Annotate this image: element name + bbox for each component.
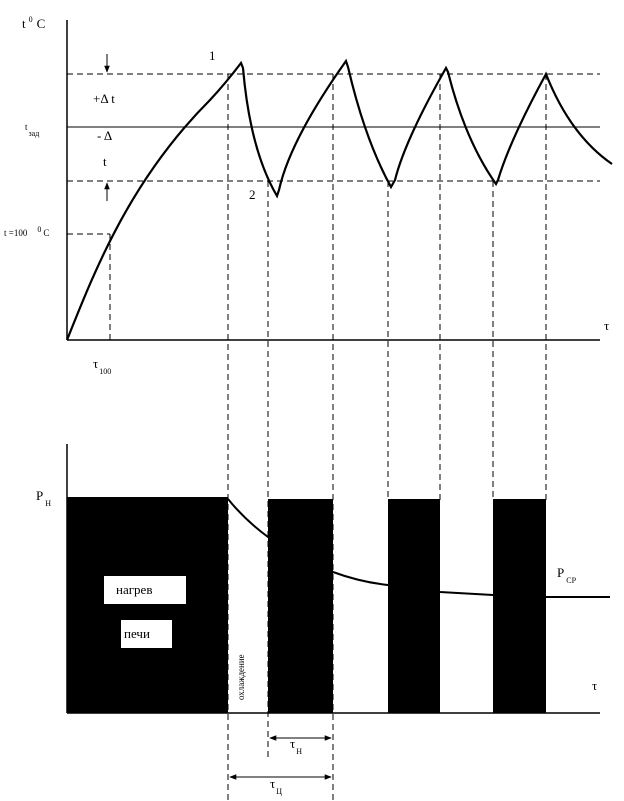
temperature-curve — [65, 58, 613, 341]
power-chart: нагрев печи охлаждение PН τ PСР τН τЦ — [36, 444, 610, 796]
heating-label-box — [104, 576, 186, 604]
tau-cycle-label: τЦ — [270, 776, 282, 796]
furnace-label-box — [121, 620, 172, 648]
average-power-curve — [227, 498, 610, 598]
plus-delta-label: +Δ t — [93, 91, 115, 106]
heating-block-3 — [388, 499, 440, 713]
time-axis-label-bottom: τ — [592, 678, 597, 693]
minus-delta-label: - Δ — [97, 128, 112, 143]
power-axis-label: PН — [36, 488, 51, 508]
furnace-label: печи — [124, 626, 150, 641]
cooling-label: охлаждение — [236, 654, 246, 700]
set-temperature-label: tзад — [25, 122, 39, 138]
time-axis-label-top: τ — [604, 318, 609, 333]
minus-delta-t-label: t — [103, 154, 107, 169]
average-power-label: PСР — [557, 565, 577, 585]
point-max-label: 1 — [209, 48, 216, 63]
heating-block-2 — [268, 499, 333, 713]
point-min-label: 2 — [249, 187, 256, 202]
heating-block-4 — [493, 499, 546, 713]
heating-block-initial — [67, 497, 228, 713]
tau-on-label: τН — [290, 736, 302, 756]
tau-100-label: τ100 — [93, 356, 111, 376]
heating-label: нагрев — [116, 582, 152, 597]
